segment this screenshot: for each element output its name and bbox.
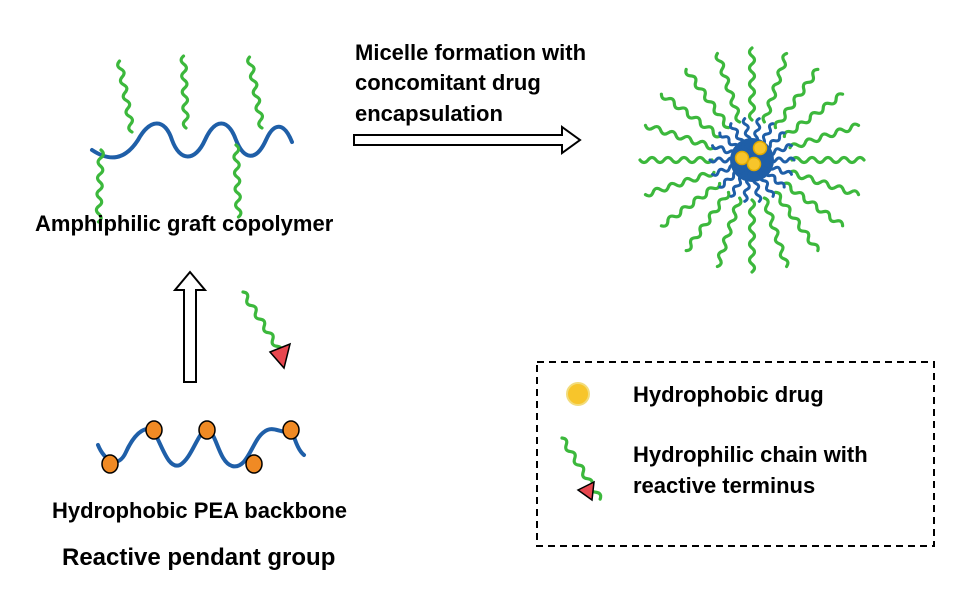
legend-chain-label-line2: reactive terminus	[633, 473, 816, 498]
reagent-terminus-icon	[268, 342, 292, 370]
reagent-chain-graphic	[239, 289, 292, 370]
pendant-group-3	[198, 420, 216, 440]
backbone-label: Hydrophobic PEA backbone	[52, 498, 348, 523]
pendant-group-1	[101, 454, 119, 474]
micelle-arrow	[353, 125, 582, 155]
pea-backbone-graphic	[96, 420, 306, 474]
graft-backbone	[90, 121, 294, 160]
graft-copolymer-graphic	[90, 54, 294, 224]
graft-chain-5	[231, 143, 243, 219]
micelle-graphic	[638, 46, 866, 274]
graft-chain-1	[115, 59, 137, 135]
reagent-chain	[239, 289, 285, 356]
legend-drug-label: Hydrophobic drug	[633, 382, 824, 407]
hydrophobic-drug-icon	[566, 382, 590, 406]
pendant-label: Reactive pendant group	[62, 544, 336, 571]
encapsulated-drug-3	[746, 156, 762, 172]
micelle-step-label-line1: Micelle formation with	[355, 40, 587, 65]
legend-box	[536, 361, 935, 547]
pendant-group-2	[145, 420, 163, 440]
reactive-terminus-icon	[576, 480, 595, 502]
graft-chain-2	[179, 54, 191, 130]
pendant-group-4	[245, 454, 263, 474]
pendant-group-5	[282, 420, 300, 440]
encapsulated-drug-1	[734, 150, 750, 166]
legend-border	[536, 361, 935, 547]
encapsulated-drug-2	[752, 140, 768, 156]
legend-chain-label-line1: Hydrophilic chain with	[633, 442, 868, 467]
graft-chain-3	[245, 55, 267, 131]
graft-copolymer-label: Amphiphilic graft copolymer	[35, 211, 334, 236]
micelle-step-label-line2: concomitant drug	[355, 70, 541, 95]
graft-arrow	[172, 270, 208, 383]
micelle-step-label-line3: encapsulation	[355, 101, 503, 126]
